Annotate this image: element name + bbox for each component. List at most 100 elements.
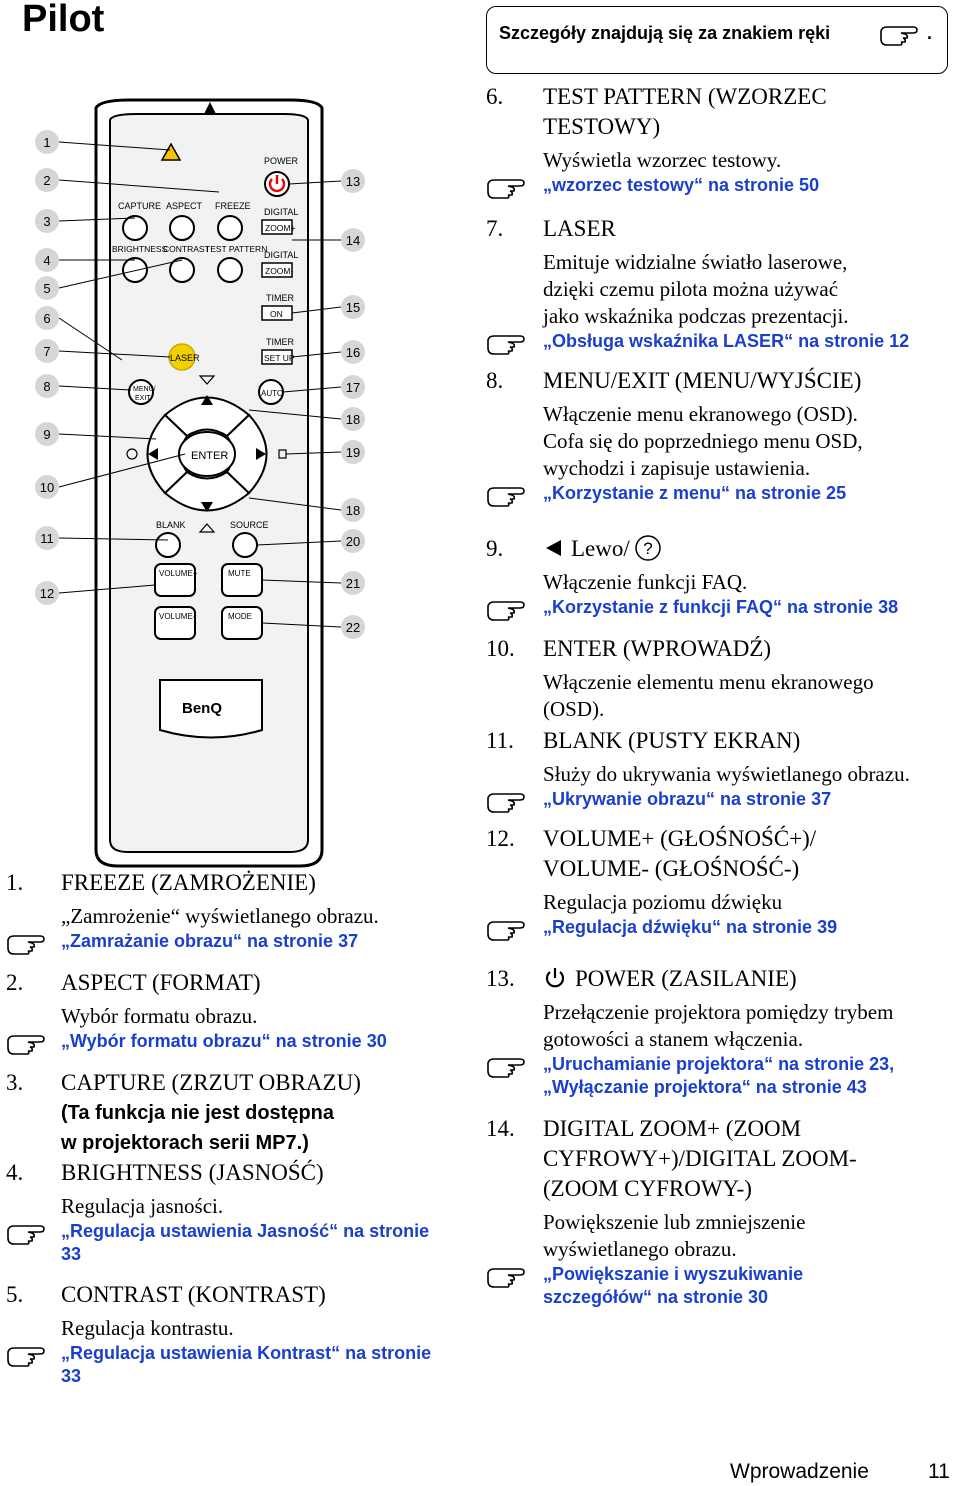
item-description: dzięki czemu pilota można używać bbox=[543, 277, 839, 301]
remote-logo-plate bbox=[159, 679, 263, 739]
source-label: SOURCE bbox=[230, 520, 269, 530]
capture-button[interactable] bbox=[122, 215, 148, 241]
page-reference-link[interactable]: „Regulacja ustawienia Kontrast“ na stron… bbox=[61, 1343, 432, 1363]
callout-left-7: 7 bbox=[43, 344, 50, 359]
page-reference-link[interactable]: „Korzystanie z funkcji FAQ“ na stronie 3… bbox=[543, 597, 899, 617]
callout-line bbox=[248, 409, 342, 420]
page-reference-link[interactable]: szczegółów“ na stronie 30 bbox=[543, 1287, 769, 1307]
page-reference-link[interactable]: „Ukrywanie obrazu“ na stronie 37 bbox=[543, 789, 832, 809]
item-number: 11. bbox=[486, 728, 514, 753]
item-number: 6. bbox=[486, 84, 504, 109]
auto-label: AUTO bbox=[261, 389, 283, 398]
callout-right-5: 17 bbox=[346, 380, 360, 395]
page-reference-link[interactable]: „Regulacja dźwięku“ na stronie 39 bbox=[543, 917, 838, 937]
callout-line bbox=[291, 306, 342, 314]
page-reference-link[interactable]: 33 bbox=[61, 1366, 82, 1386]
callout-right-4-badge bbox=[341, 340, 365, 364]
item-title-text: VOLUME- (GŁOŚNOŚĆ-) bbox=[543, 856, 800, 881]
pointing-hand-icon bbox=[7, 1035, 45, 1055]
page-reference-link[interactable]: „Korzystanie z menu“ na stronie 25 bbox=[543, 483, 847, 503]
item-title-text: CAPTURE (ZRZUT OBRAZU) bbox=[61, 1070, 361, 1095]
volume-minus-button[interactable] bbox=[154, 606, 196, 640]
page-reference-link[interactable]: „Regulacja ustawienia Jasność“ na stroni… bbox=[61, 1221, 430, 1241]
pointing-hand-icon bbox=[487, 179, 525, 199]
callout-right-6: 18 bbox=[346, 412, 360, 427]
callout-left-11: 11 bbox=[40, 531, 54, 546]
callout-left-8: 8 bbox=[43, 379, 50, 394]
item-number: 10. bbox=[486, 636, 515, 661]
item-number: 8. bbox=[486, 368, 504, 393]
volume-minus-label: VOLUME- bbox=[159, 612, 196, 621]
item-description: „Zamrożenie“ wyświetlanego obrazu. bbox=[61, 904, 379, 928]
page-reference-link[interactable]: „Wyłączanie projektora“ na stronie 43 bbox=[543, 1077, 867, 1097]
capture-label: CAPTURE bbox=[118, 201, 161, 211]
blank-button[interactable] bbox=[155, 532, 181, 558]
pointing-hand-icon bbox=[7, 1225, 45, 1245]
pointing-hand-icon bbox=[487, 1058, 525, 1078]
exit-label: EXIT bbox=[135, 395, 151, 402]
item-number: 5. bbox=[6, 1282, 24, 1307]
page-reference-link[interactable]: 33 bbox=[61, 1244, 82, 1264]
callout-line bbox=[58, 350, 171, 358]
freeze-button[interactable] bbox=[217, 215, 243, 241]
footer-page-number: 11 bbox=[928, 1460, 950, 1483]
zoom-plus-label: ZOOM+ bbox=[265, 223, 295, 233]
source-button[interactable] bbox=[232, 532, 258, 558]
menu-exit-button[interactable] bbox=[128, 379, 154, 405]
callout-line bbox=[58, 217, 136, 222]
item-title: CAPTURE (ZRZUT OBRAZU) bbox=[61, 1068, 361, 1098]
volume-plus-button[interactable] bbox=[154, 563, 196, 597]
item-title: ASPECT (FORMAT) bbox=[61, 968, 261, 998]
callout-left-11-badge bbox=[35, 526, 59, 550]
callout-left-7-badge bbox=[35, 339, 59, 363]
callout-left-6-badge bbox=[35, 306, 59, 330]
directional-pad[interactable]: ENTER bbox=[146, 395, 268, 512]
callout-line bbox=[58, 385, 132, 391]
remote-top-arrow-icon bbox=[204, 102, 216, 114]
callout-left-5: 5 bbox=[43, 281, 50, 296]
item-title: LASER bbox=[543, 214, 616, 244]
item-title: CONTRAST (KONTRAST) bbox=[61, 1280, 326, 1310]
page-reference-link[interactable]: „Uruchamianie projektora“ na stronie 23, bbox=[543, 1054, 895, 1074]
laser-label: LASER bbox=[170, 353, 200, 363]
item-title-text: BLANK (PUSTY EKRAN) bbox=[543, 728, 801, 753]
callout-line bbox=[261, 579, 342, 584]
callout-left-10: 10 bbox=[40, 480, 54, 495]
page-title: Pilot bbox=[22, 0, 105, 40]
callout-line bbox=[291, 351, 342, 358]
aspect-button[interactable] bbox=[169, 215, 195, 241]
page-reference-link[interactable]: „wzorzec testowy“ na stronie 50 bbox=[543, 175, 820, 195]
item-title: CYFROWY+)/DIGITAL ZOOM- bbox=[543, 1144, 857, 1174]
item-description: wychodzi i zapisuje ustawienia. bbox=[543, 456, 811, 480]
item-description: Wybór formatu obrazu. bbox=[61, 1004, 258, 1028]
pointing-hand-icon bbox=[7, 935, 45, 955]
callout-right-8: 18 bbox=[346, 503, 360, 518]
page-reference-link[interactable]: „Obsługa wskaźnika LASER“ na stronie 12 bbox=[543, 331, 910, 351]
blank-label: BLANK bbox=[156, 520, 186, 530]
enter-button[interactable] bbox=[178, 431, 236, 477]
pointing-hand-icon bbox=[880, 26, 918, 46]
callout-right-8-badge bbox=[341, 498, 365, 522]
timer-setup-label: SET UP bbox=[264, 353, 295, 363]
callout-left-8-badge bbox=[35, 374, 59, 398]
item-number: 3. bbox=[6, 1070, 24, 1095]
item-description: Powiększenie lub zmniejszenie bbox=[543, 1210, 806, 1234]
test-pattern-button[interactable] bbox=[217, 257, 243, 283]
item-subtitle: w projektorach serii MP7.) bbox=[61, 1132, 309, 1154]
callout-left-1-badge bbox=[35, 130, 59, 154]
contrast-button[interactable] bbox=[169, 257, 195, 283]
page-reference-link[interactable]: „Wybór formatu obrazu“ na stronie 30 bbox=[61, 1031, 387, 1051]
item-title-text: TEST PATTERN (WZORZEC bbox=[543, 84, 827, 109]
brightness-button[interactable] bbox=[122, 257, 148, 283]
callout-right-3: 15 bbox=[346, 300, 360, 315]
callout-right-9: 20 bbox=[346, 534, 360, 549]
item-description: Wyświetla wzorzec testowy. bbox=[543, 148, 782, 172]
freeze-label: FREEZE bbox=[215, 201, 251, 211]
page-reference-link[interactable]: „Powiększanie i wyszukiwanie bbox=[543, 1264, 804, 1284]
zoom-plus-button[interactable] bbox=[261, 219, 293, 235]
page-reference-link[interactable]: „Zamrażanie obrazu“ na stronie 37 bbox=[61, 931, 359, 951]
callout-left-3-badge bbox=[35, 209, 59, 233]
callout-left-2-badge bbox=[35, 168, 59, 192]
item-description: Włączenie elementu menu ekranowego bbox=[543, 670, 874, 694]
zoom-minus-button[interactable] bbox=[261, 262, 293, 278]
